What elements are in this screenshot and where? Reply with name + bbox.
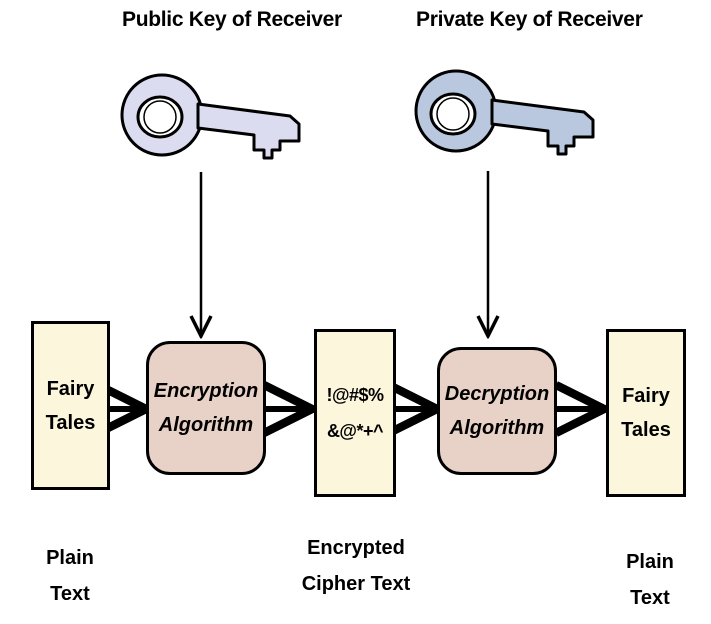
decryption-line2: Algorithm (449, 417, 545, 439)
ciphertext-line1: !@#$% (326, 385, 384, 405)
caption-middle-line1: Encrypted (307, 537, 405, 559)
plaintext-right-line2: Tales (621, 419, 671, 441)
caption-plain-text-left: Plain Text (44, 540, 96, 612)
caption-plain-text-right: Plain Text (624, 544, 676, 616)
public-key-title: Public Key of Receiver (122, 8, 342, 31)
decryption-line1: Decryption (444, 383, 550, 405)
plaintext-left-line2: Tales (45, 411, 96, 434)
caption-left-line2: Text (50, 583, 90, 605)
encryption-algorithm-box: Encryption Algorithm (146, 341, 266, 475)
plaintext-input-box: Fairy Tales (31, 321, 110, 490)
caption-middle-line2: Cipher Text (301, 573, 411, 595)
encryption-line2: Algorithm (158, 414, 254, 436)
plaintext-left-line1: Fairy (46, 377, 95, 400)
plaintext-right-line1: Fairy (622, 385, 670, 407)
caption-left-line1: Plain (46, 547, 94, 569)
private-key-title: Private Key of Receiver (416, 8, 643, 31)
ciphertext-box: !@#$% &@*+^ (314, 329, 396, 497)
private-key-icon (414, 69, 595, 156)
caption-right-line1: Plain (626, 551, 674, 573)
ciphertext-line2: &@*+^ (326, 421, 384, 441)
decryption-algorithm-box: Decryption Algorithm (437, 347, 557, 475)
public-key-icon (120, 73, 301, 160)
plaintext-output-box: Fairy Tales (606, 329, 686, 497)
encryption-line1: Encryption (153, 380, 259, 402)
caption-encrypted-cipher-text: Encrypted Cipher Text (300, 530, 412, 602)
caption-right-line2: Text (630, 587, 670, 609)
